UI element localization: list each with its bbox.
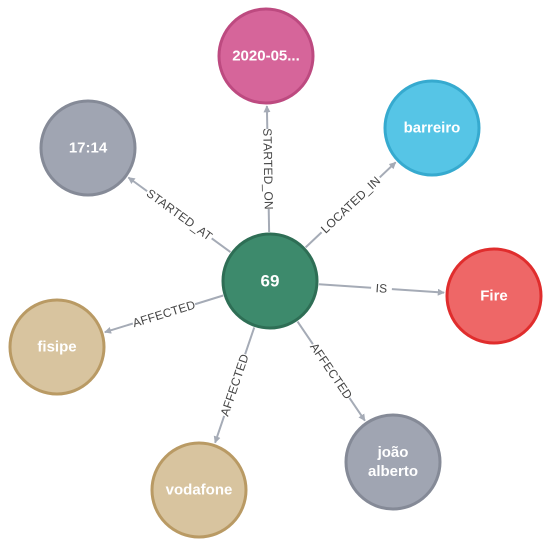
node-label-line: fisipe [37,339,76,356]
node-label: 2020-05... [232,48,300,65]
node-circle[interactable] [344,413,442,511]
node-circle[interactable] [383,79,481,177]
node-location[interactable]: barreiro [383,79,481,177]
edge-label-group: AFFECTED [306,339,357,403]
node-circle[interactable] [39,99,137,197]
edge-label-group: STARTED_ON [259,128,277,210]
edge-person[interactable]: AFFECTED [296,320,366,422]
node-label-line: barreiro [404,120,461,137]
edge-label: AFFECTED [307,340,355,402]
node-circle[interactable] [221,232,319,330]
node-label: fisipe [37,339,76,356]
edge-label: LOCATED_IN [318,174,383,237]
node-circle[interactable] [445,247,543,345]
edge-label-background [142,184,217,245]
node-label-line: 69 [261,272,280,291]
node-label-line: 17:14 [69,140,108,157]
node-circle[interactable] [217,7,315,105]
edge-label-group: IS [370,279,393,298]
node-label-line: 2020-05... [232,48,300,65]
node-label-line: alberto [368,463,418,480]
node-label: 17:14 [69,140,108,157]
node-circle[interactable] [8,298,106,396]
edge-label-background [216,351,253,419]
edge-label-background [370,279,393,298]
edge-label-background [316,171,386,239]
edge-label: STARTED_AT [144,186,216,244]
node-label-line: joão [377,444,409,461]
node-date[interactable]: 2020-05... [217,7,315,105]
edge-label: STARTED_ON [260,128,275,210]
edge-label-group: AFFECTED [216,351,253,419]
node-label: Fire [480,288,508,305]
edge-label: AFFECTED [131,298,197,331]
edge-label-group: AFFECTED [130,296,198,332]
node-label: barreiro [404,120,461,137]
edge-time[interactable]: STARTED_AT [127,176,232,253]
edge-label-background [130,296,198,332]
edge-label-group: STARTED_AT [142,184,217,245]
edge-company-vodafone[interactable]: AFFECTED [213,327,256,444]
node-person[interactable]: joão alberto [344,413,442,511]
edge-label-background [259,128,277,210]
node-type[interactable]: Fire [445,247,543,345]
node-circle[interactable] [150,441,248,539]
node-label-line: Fire [480,288,508,305]
edge-type[interactable]: IS [318,279,445,298]
node-label: joão alberto [368,444,418,480]
node-company-vodafone[interactable]: vodafone [150,441,248,539]
node-time[interactable]: 17:14 [39,99,137,197]
edge-label-group: LOCATED_IN [316,171,386,239]
node-label: 69 [261,272,280,291]
node-company-fisipe[interactable]: fisipe [8,298,106,396]
edge-date[interactable]: STARTED_ON [259,105,277,233]
node-center[interactable]: 69 [221,232,319,330]
node-label-line: vodafone [166,482,233,499]
edge-location[interactable]: LOCATED_IN [304,161,397,249]
edge-label-background [306,339,357,403]
edge-company-fisipe[interactable]: AFFECTED [104,294,224,334]
edge-label: IS [375,281,388,296]
node-label: vodafone [166,482,233,499]
